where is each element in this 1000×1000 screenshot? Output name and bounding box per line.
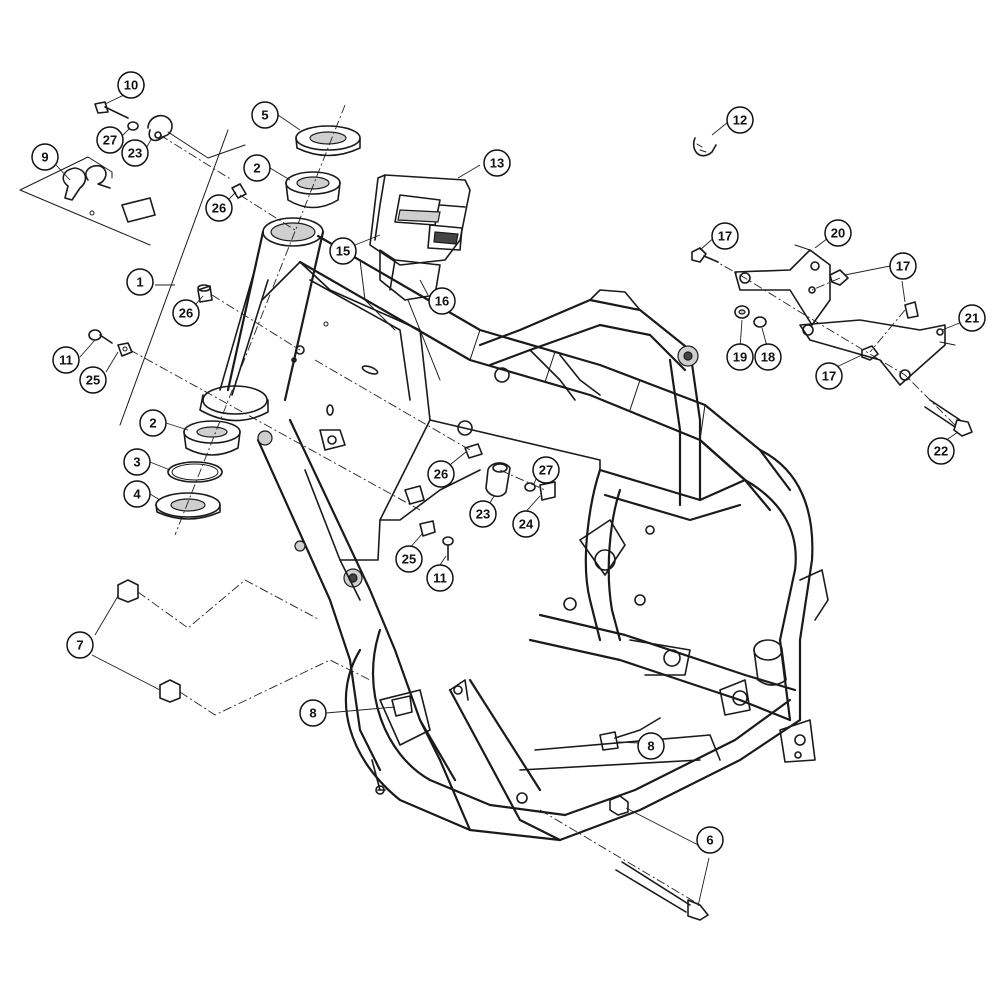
svg-text:25: 25 — [402, 552, 416, 567]
callout-9: 9 — [31, 143, 59, 171]
leader-lines — [55, 84, 963, 907]
clip-right — [599, 717, 661, 751]
callout-1: 1 — [126, 268, 154, 296]
svg-text:3: 3 — [133, 455, 140, 470]
svg-text:22: 22 — [934, 444, 948, 459]
left-bolt-nut — [88, 329, 133, 357]
svg-text:27: 27 — [539, 463, 553, 478]
svg-text:17: 17 — [822, 369, 836, 384]
svg-text:26: 26 — [212, 201, 226, 216]
svg-text:8: 8 — [309, 706, 316, 721]
callout-23-upper: 23 — [121, 139, 149, 167]
callout-22: 22 — [927, 437, 955, 465]
callout-23-mid: 23 — [469, 500, 497, 528]
steering-head — [199, 217, 325, 422]
nut-lower — [159, 679, 181, 703]
upper-clamp-assembly — [94, 101, 173, 142]
callout-6: 6 — [696, 826, 724, 854]
callout-2-upper: 2 — [243, 154, 271, 182]
callout-21: 21 — [958, 304, 986, 332]
callout-15: 15 — [329, 237, 357, 265]
callout-25-left: 25 — [79, 366, 107, 394]
right-bracket-assembly — [691, 247, 973, 437]
callout-26-mid: 26 — [427, 460, 455, 488]
callout-27-upper: 27 — [96, 126, 124, 154]
callout-17-lower: 17 — [815, 362, 843, 390]
svg-text:4: 4 — [133, 487, 141, 502]
svg-text:18: 18 — [761, 350, 775, 365]
callout-8-left: 8 — [299, 699, 327, 727]
svg-text:26: 26 — [434, 467, 448, 482]
callout-3: 3 — [123, 448, 151, 476]
svg-text:8: 8 — [647, 739, 654, 754]
svg-text:19: 19 — [733, 350, 747, 365]
svg-text:1: 1 — [136, 275, 143, 290]
callout-8-right: 8 — [637, 732, 665, 760]
o-ring — [167, 461, 223, 483]
svg-text:2: 2 — [253, 161, 260, 176]
svg-text:20: 20 — [831, 226, 845, 241]
steering-lock — [62, 164, 156, 223]
callout-26-left: 26 — [172, 299, 200, 327]
svg-text:23: 23 — [128, 146, 142, 161]
clip-left — [391, 695, 413, 717]
svg-text:16: 16 — [435, 294, 449, 309]
svg-text:11: 11 — [59, 353, 73, 368]
svg-text:6: 6 — [706, 833, 713, 848]
callout-7: 7 — [66, 631, 94, 659]
top-seal — [295, 125, 361, 157]
callout-5: 5 — [251, 101, 279, 129]
svg-text:15: 15 — [336, 244, 350, 259]
nut-upper — [117, 579, 139, 603]
svg-text:26: 26 — [179, 306, 193, 321]
callout-19: 19 — [726, 343, 754, 371]
svg-text:25: 25 — [86, 373, 100, 388]
main-frame — [256, 234, 829, 842]
callout-26-upper: 26 — [205, 194, 233, 222]
callout-20: 20 — [824, 219, 852, 247]
svg-text:23: 23 — [476, 507, 490, 522]
svg-text:17: 17 — [718, 229, 732, 244]
svg-text:27: 27 — [103, 133, 117, 148]
svg-text:24: 24 — [519, 517, 534, 532]
svg-text:17: 17 — [896, 259, 910, 274]
callout-18: 18 — [754, 343, 782, 371]
svg-text:2: 2 — [149, 416, 156, 431]
mid-bushing — [197, 284, 213, 303]
callout-11-mid: 11 — [426, 564, 454, 592]
callout-27-mid: 27 — [532, 456, 560, 484]
callout-2-lower: 2 — [139, 409, 167, 437]
callout-16: 16 — [428, 287, 456, 315]
lower-bearing — [183, 420, 241, 456]
callout-11-left: 11 — [52, 346, 80, 374]
callout-13: 13 — [483, 149, 511, 177]
svg-text:21: 21 — [965, 311, 979, 326]
callout-10: 10 — [117, 71, 145, 99]
svg-text:7: 7 — [76, 638, 83, 653]
callout-25-mid: 25 — [395, 545, 423, 573]
svg-text:13: 13 — [490, 156, 504, 171]
callout-17-top-left: 17 — [711, 222, 739, 250]
svg-text:9: 9 — [41, 150, 48, 165]
airbox-assembly — [369, 174, 471, 301]
callout-12: 12 — [726, 106, 754, 134]
callout-4: 4 — [123, 480, 151, 508]
bottom-seal — [155, 492, 221, 520]
upper-bushing — [231, 183, 247, 199]
callout-24: 24 — [512, 510, 540, 538]
svg-text:5: 5 — [261, 108, 268, 123]
upper-bearing — [285, 171, 341, 209]
svg-text:10: 10 — [124, 78, 138, 93]
svg-text:11: 11 — [433, 571, 447, 586]
wire-clamp — [693, 137, 717, 157]
svg-text:12: 12 — [733, 113, 747, 128]
callout-17-right: 17 — [889, 252, 917, 280]
